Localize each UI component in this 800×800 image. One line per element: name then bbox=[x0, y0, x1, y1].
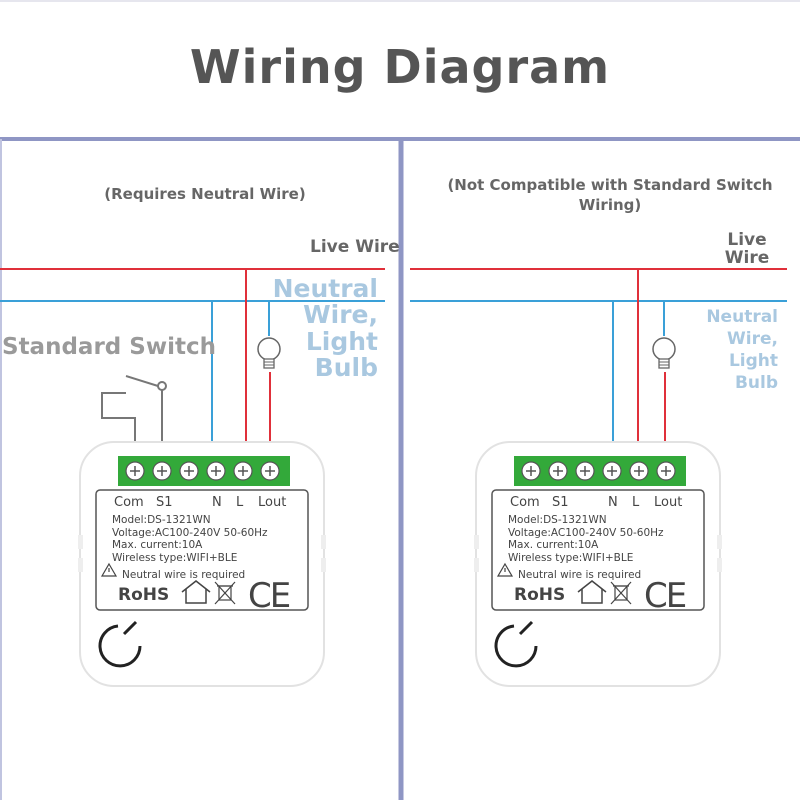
mounting-hook-icon bbox=[98, 620, 142, 668]
mounting-hook-icon bbox=[494, 620, 538, 668]
right-caption: (Not Compatible with Standard Switch Wir… bbox=[440, 175, 780, 215]
terminal-l: L bbox=[632, 495, 640, 510]
info-current: Max. current:10A bbox=[112, 539, 203, 551]
house-icon bbox=[577, 580, 607, 604]
right-neutral-line-1: Neutral bbox=[706, 307, 778, 327]
info-voltage: Voltage:AC100-240V 50-60Hz bbox=[112, 526, 268, 539]
warning-icon bbox=[100, 562, 118, 577]
right-neutral-line-2: Wire, bbox=[727, 329, 778, 349]
warning-text: Neutral wire is required bbox=[518, 569, 642, 581]
left-light-bulb-icon bbox=[257, 337, 281, 369]
terminal-n: N bbox=[608, 495, 618, 510]
info-wireless: Wireless type:WIFI+BLE bbox=[508, 551, 634, 564]
info-model: Model:DS-1321WN bbox=[112, 514, 211, 526]
left-neutral-line-1: Neutral bbox=[272, 274, 378, 303]
left-neutral-line-2: Wire, bbox=[303, 300, 378, 330]
terminal-lout: Lout bbox=[258, 495, 287, 510]
terminal-lout: Lout bbox=[654, 495, 683, 510]
ce-mark: CE bbox=[644, 576, 687, 616]
right-smart-switch-module: Com S1 N L Lout Model:DS-1321WN Voltage:… bbox=[474, 440, 722, 688]
weee-bin-icon bbox=[214, 581, 236, 605]
right-live-line-1: Live bbox=[727, 230, 767, 250]
right-neutral-line-4: Bulb bbox=[734, 373, 778, 393]
info-voltage: Voltage:AC100-240V 50-60Hz bbox=[508, 526, 664, 539]
terminal-block bbox=[118, 456, 290, 486]
weee-bin-icon bbox=[610, 581, 632, 605]
terminal-block bbox=[514, 456, 686, 486]
terminal-com: Com bbox=[114, 495, 144, 510]
left-neutral-label: Neutral Wire, Light Bulb bbox=[250, 274, 378, 382]
left-neutral-line-3: Light bbox=[305, 326, 378, 356]
device-info: Model:DS-1321WN Voltage:AC100-240V 50-60… bbox=[112, 514, 268, 564]
left-caption: (Requires Neutral Wire) bbox=[104, 185, 306, 203]
terminal-n: N bbox=[212, 495, 222, 510]
info-model: Model:DS-1321WN bbox=[508, 514, 607, 526]
left-live-wire-label: Live Wire bbox=[310, 237, 400, 257]
terminal-com: Com bbox=[510, 495, 540, 510]
module-body bbox=[474, 441, 722, 687]
module-body bbox=[78, 441, 326, 687]
warning-icon bbox=[496, 562, 514, 577]
neutral-warning: Neutral wire is required bbox=[518, 569, 641, 581]
terminal-l: L bbox=[236, 495, 244, 510]
right-live-line-2: Wire bbox=[724, 247, 770, 268]
warning-text: Neutral wire is required bbox=[122, 569, 246, 581]
house-icon bbox=[181, 580, 211, 604]
right-caption-line-1: (Not Compatible with Standard Switch bbox=[447, 176, 773, 194]
info-current: Max. current:10A bbox=[508, 539, 599, 551]
left-smart-switch-module: Com S1 N L Lout Model:DS-1321WN Voltage:… bbox=[78, 440, 326, 688]
left-neutral-line-4: Bulb bbox=[314, 352, 378, 382]
right-neutral-label: Neutral Wire, Light Bulb bbox=[690, 306, 778, 394]
ce-mark: CE bbox=[248, 576, 291, 616]
terminal-s1: S1 bbox=[552, 495, 569, 510]
right-neutral-line-3: Light bbox=[728, 351, 778, 371]
terminal-s1: S1 bbox=[156, 495, 173, 510]
standard-switch-label: Standard Switch bbox=[2, 334, 216, 360]
info-wireless: Wireless type:WIFI+BLE bbox=[112, 551, 238, 564]
device-info: Model:DS-1321WN Voltage:AC100-240V 50-60… bbox=[508, 514, 664, 564]
right-live-wire-label: Live Wire bbox=[722, 230, 772, 268]
page-title: Wiring Diagram bbox=[189, 40, 611, 94]
neutral-warning: Neutral wire is required bbox=[122, 569, 245, 581]
right-light-bulb-icon bbox=[652, 337, 676, 369]
rohs-mark: RoHS bbox=[118, 585, 170, 605]
right-caption-line-2: Wiring) bbox=[578, 196, 642, 214]
rohs-mark: RoHS bbox=[514, 585, 566, 605]
